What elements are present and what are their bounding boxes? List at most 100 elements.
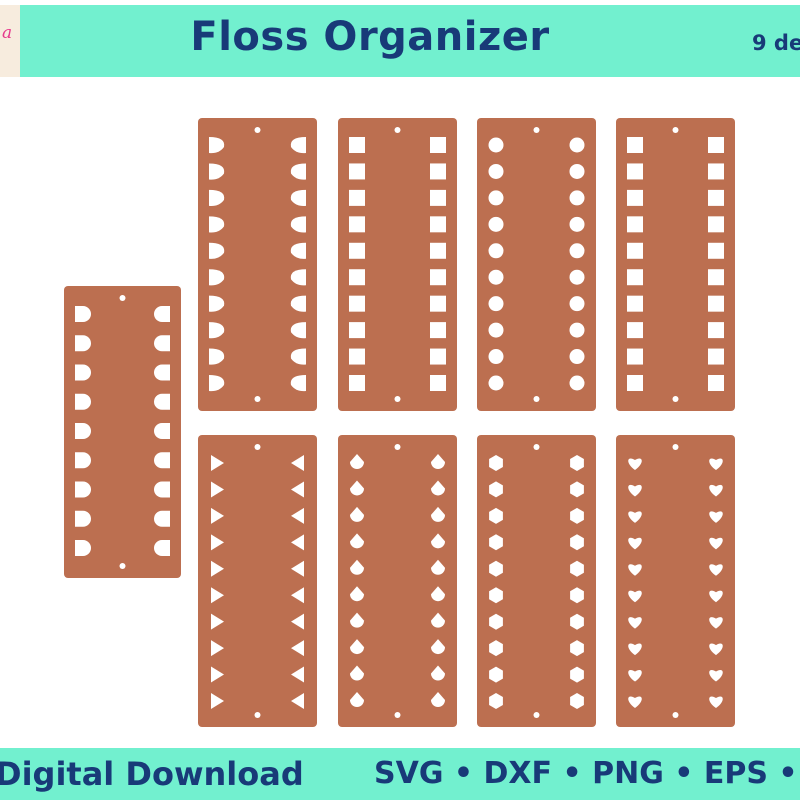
heart-hole: [628, 617, 642, 629]
circle-hole: [488, 190, 504, 206]
triangle-hole: [291, 481, 304, 498]
hexagon-hole: [570, 693, 584, 709]
d-shape-hole: [75, 393, 91, 410]
d-shape-hole: [154, 481, 170, 498]
hexagon-hole: [489, 693, 503, 709]
heart-hole: [709, 643, 723, 656]
hexagon-hole: [489, 455, 503, 471]
d-shape-hole: [154, 364, 170, 381]
triangle-hole: [211, 560, 224, 577]
hanging-hole: [672, 396, 679, 402]
d-shape-hole: [154, 540, 170, 556]
hexagon-hole: [489, 560, 503, 577]
hanging-hole: [254, 396, 261, 402]
triangle-hole: [211, 507, 224, 524]
square-hole: [349, 269, 365, 286]
triangle-hole: [291, 560, 304, 577]
square-hole: [349, 295, 365, 312]
teardrop-hole: [350, 533, 364, 549]
d-shape-hole: [154, 393, 170, 410]
square-hole: [430, 322, 446, 339]
hanging-hole: [533, 127, 540, 133]
square-hole: [627, 137, 643, 153]
circle-hole: [488, 216, 504, 232]
triangle-hole: [211, 455, 224, 471]
square-hole: [708, 163, 724, 180]
circle-hole: [569, 296, 585, 312]
square-hole: [627, 322, 643, 339]
square-hole: [349, 216, 365, 233]
heart-hole: [628, 511, 642, 523]
circle-hole: [488, 349, 504, 365]
square-hole: [708, 295, 724, 312]
leaf-hole: [290, 216, 306, 233]
triangle-hole: [211, 481, 224, 498]
teardrop-hole: [431, 506, 445, 522]
square-hole: [430, 269, 446, 286]
triangle-hole: [291, 666, 304, 683]
teardrop-hole: [350, 559, 364, 575]
leaf-hole: [209, 216, 225, 233]
hexagon-hole: [489, 613, 503, 630]
square-hole: [349, 348, 365, 365]
board-body: [616, 118, 735, 411]
d-shape-hole: [154, 423, 170, 439]
heart-hole: [709, 696, 723, 708]
circle-hole: [488, 375, 504, 391]
leaf-hole: [290, 242, 306, 259]
heart-hole: [628, 643, 642, 656]
teardrop-hole: [431, 612, 445, 628]
hanging-hole: [254, 712, 261, 718]
triangle-hole: [291, 455, 304, 471]
triangle-hole: [291, 534, 304, 551]
hexagon-hole: [489, 534, 503, 551]
d-shape-hole: [154, 306, 170, 322]
teardrop-hole: [431, 454, 445, 469]
logo-text: a: [2, 23, 13, 43]
square-hole: [349, 189, 365, 206]
heart-hole: [709, 564, 723, 576]
heart-hole: [628, 484, 642, 497]
hanging-hole: [533, 712, 540, 718]
floss-board-square: [338, 118, 457, 411]
hexagon-hole: [489, 481, 503, 498]
teardrop-hole: [350, 665, 364, 681]
heart-hole: [709, 458, 723, 470]
leaf-hole: [209, 242, 225, 259]
square-hole: [430, 375, 446, 391]
teardrop-hole: [350, 612, 364, 628]
hexagon-hole: [570, 587, 584, 604]
square-hole: [708, 348, 724, 365]
leaf-hole: [290, 295, 306, 312]
teardrop-hole: [350, 639, 364, 655]
hexagon-hole: [570, 481, 584, 498]
teardrop-hole: [350, 692, 364, 707]
leaf-hole: [209, 322, 225, 339]
d-shape-hole: [75, 481, 91, 498]
triangle-hole: [291, 613, 304, 630]
triangle-hole: [211, 587, 224, 604]
triangle-hole: [291, 507, 304, 524]
floss-board-heart: [616, 435, 735, 727]
digital-download-label: Digital Download: [0, 755, 304, 793]
d-shape-hole: [75, 540, 91, 556]
hexagon-hole: [489, 640, 503, 657]
heart-hole: [628, 458, 642, 470]
leaf-hole: [290, 189, 306, 207]
teardrop-hole: [431, 480, 445, 496]
leaf-hole: [209, 137, 225, 154]
board-body: [477, 435, 596, 727]
circle-hole: [569, 216, 585, 232]
hanging-hole: [533, 444, 540, 450]
board-body: [64, 286, 181, 578]
floss-board-leaf: [198, 118, 317, 411]
square-hole: [627, 242, 643, 259]
hanging-hole: [394, 712, 401, 718]
leaf-hole: [290, 137, 306, 154]
board-body: [338, 435, 457, 727]
floss-board-triangle: [198, 435, 317, 727]
d-shape-hole: [75, 306, 91, 322]
teardrop-hole: [350, 506, 364, 522]
floss-board-square-small: [616, 118, 735, 411]
square-hole: [708, 216, 724, 233]
